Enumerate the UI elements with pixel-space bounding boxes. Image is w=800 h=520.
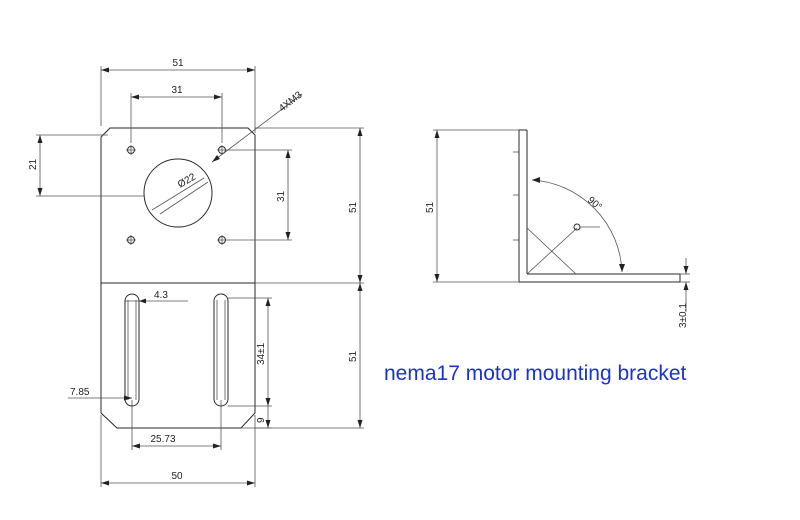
dimension-hole-spacing-v: 31: [227, 149, 292, 241]
dimension-top-width: 51: [100, 58, 256, 133]
dim-label-slot-offset: 7.85: [70, 387, 90, 398]
dimension-upper-height: 51: [255, 127, 364, 284]
dimension-side-height: 51: [425, 129, 519, 283]
dim-label-side-height: 51: [425, 201, 436, 213]
dimension-slot-offset: 7.85: [68, 387, 132, 401]
dimension-left-offset: 21: [28, 134, 145, 197]
dimension-bottom-width: 50: [100, 415, 256, 487]
dim-label-slot-length: 34±1: [256, 342, 267, 365]
hole-callout-label: 4XM3: [277, 89, 305, 114]
mounting-hole-bottom-right: [217, 235, 227, 245]
slot-right: [213, 293, 229, 407]
dim-label-slot-spacing: 25.73: [150, 434, 175, 445]
dim-label-left-offset: 21: [28, 158, 39, 170]
mounting-hole-top-right: [217, 145, 227, 155]
dim-label-lower-height: 51: [348, 350, 359, 362]
dimension-slot-width: 4.3: [125, 290, 188, 304]
dim-label-hole-spacing-h: 31: [171, 85, 183, 96]
angle-label: 90°: [585, 195, 604, 213]
dim-label-bottom-width: 50: [171, 471, 183, 482]
side-view-profile: [513, 129, 681, 283]
bore-diameter-label: Ø22: [176, 171, 198, 190]
dimension-thickness: 3±0.1: [678, 258, 690, 328]
dim-label-thickness: 3±0.1: [678, 303, 689, 328]
mounting-hole-bottom-left: [126, 235, 136, 245]
dimension-slot-length: 34±1: [228, 297, 272, 407]
slot-left: [124, 293, 140, 407]
dim-label-hole-spacing-v: 31: [276, 190, 287, 202]
hole-callout-leader: 4XM3: [211, 89, 305, 163]
dimension-bottom-offset: 9: [241, 406, 272, 429]
mounting-hole-group: [126, 145, 227, 245]
motor-bore-circle: [143, 158, 213, 228]
front-view-outline: [100, 127, 256, 429]
dim-label-slot-width: 4.3: [154, 290, 168, 301]
dimension-lower-height: 51: [255, 283, 364, 429]
dim-label-upper-height: 51: [348, 201, 359, 213]
dimension-hole-spacing-h: 31: [130, 85, 223, 143]
dim-label-bottom-offset: 9: [256, 417, 267, 423]
dimension-slot-spacing: 25.73: [131, 400, 222, 450]
mounting-hole-top-left: [126, 145, 136, 155]
drawing-title: nema17 motor mounting bracket: [384, 362, 687, 385]
dim-label-top-width: 51: [172, 58, 184, 69]
